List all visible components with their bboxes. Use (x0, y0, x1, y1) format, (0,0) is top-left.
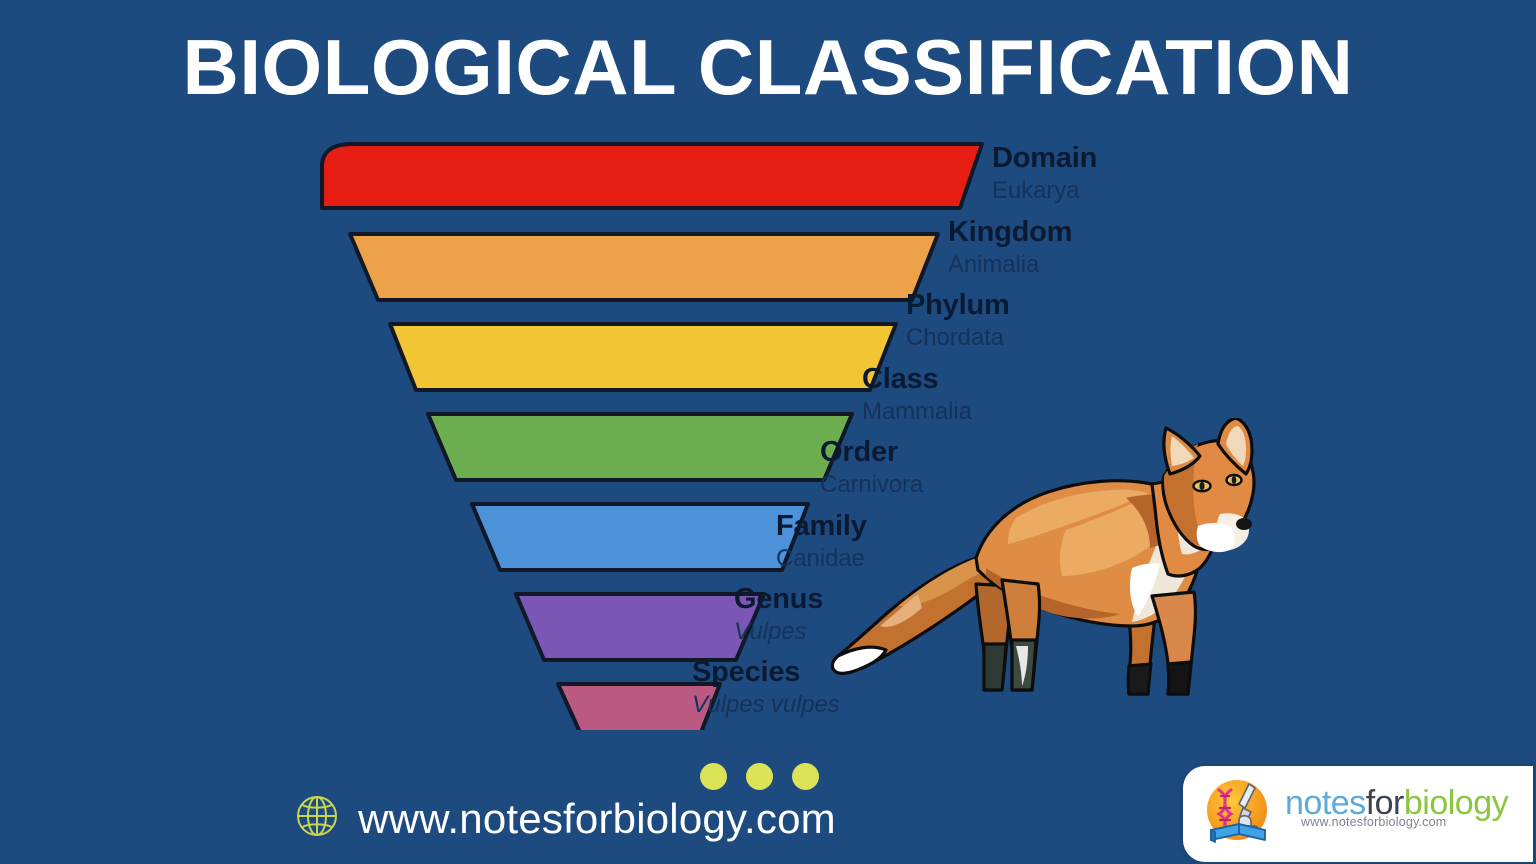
funnel-segment-order[interactable] (470, 502, 810, 572)
logo-subtitle: www.notesforbiology.com (1301, 815, 1447, 829)
rank-label-class: Class Mammalia (862, 365, 972, 424)
rank-label-genus: Genus Vulpes (734, 585, 823, 644)
dot-icon-2 (746, 763, 773, 790)
rank-taxon-species: Vulpes vulpes (692, 691, 840, 718)
rank-taxon-domain: Eukarya (992, 177, 1080, 204)
dot-icon-1 (700, 763, 727, 790)
globe-icon (294, 793, 340, 844)
rank-taxon-family: Canidae (776, 545, 865, 572)
funnel-segment-class[interactable] (426, 412, 854, 482)
footer-url-row: www.notesforbiology.com (0, 793, 1130, 844)
rank-label-family: Family Canidae (776, 512, 867, 571)
logo-word-biology: biology (1403, 784, 1509, 822)
rank-name-family: Family (776, 510, 867, 542)
classification-funnel (300, 130, 1020, 730)
rank-label-domain: Domain Eukarya (992, 144, 1097, 203)
logo-word-for: for (1365, 784, 1405, 822)
rank-taxon-order: Carnivora (820, 471, 924, 498)
rank-name-kingdom: Kingdom (948, 216, 1073, 248)
rank-name-species: Species (692, 656, 801, 688)
logo-word-notes: notes (1285, 784, 1366, 822)
dot-icon-3 (792, 763, 819, 790)
funnel-segment-phylum[interactable] (388, 322, 898, 392)
rank-taxon-class: Mammalia (862, 398, 972, 425)
website-url[interactable]: www.notesforbiology.com (358, 794, 836, 842)
funnel-segment-family[interactable] (514, 592, 766, 662)
rank-taxon-genus: Vulpes (734, 618, 807, 645)
page-title: BIOLOGICAL CLASSIFICATION (182, 23, 1354, 111)
microscope-dna-book-icon (1199, 774, 1275, 855)
decorative-dots (700, 763, 840, 793)
rank-name-phylum: Phylum (906, 289, 1010, 321)
logo-wordmark: notesforbiology (1285, 784, 1509, 822)
notesforbiology-logo[interactable]: notesforbiology www.notesforbiology.com (1183, 766, 1533, 862)
rank-name-domain: Domain (992, 142, 1098, 174)
funnel-segment-genus[interactable] (556, 682, 722, 730)
logo-text-block: notesforbiology www.notesforbiology.com (1285, 786, 1533, 838)
rank-name-order: Order (820, 436, 898, 468)
rank-taxon-phylum: Chordata (906, 324, 1004, 351)
rank-label-order: Order Carnivora (820, 438, 923, 497)
funnel-segment-domain[interactable] (319, 142, 984, 210)
rank-name-genus: Genus (734, 583, 824, 615)
rank-name-class: Class (862, 363, 939, 395)
rank-label-phylum: Phylum Chordata (906, 291, 1010, 350)
rank-taxon-kingdom: Animalia (948, 251, 1040, 278)
funnel-segment-kingdom[interactable] (348, 232, 940, 302)
red-fox-illustration (826, 416, 1256, 714)
rank-label-species: Species Vulpes vulpes (692, 658, 840, 717)
rank-label-kingdom: Kingdom Animalia (948, 218, 1072, 277)
